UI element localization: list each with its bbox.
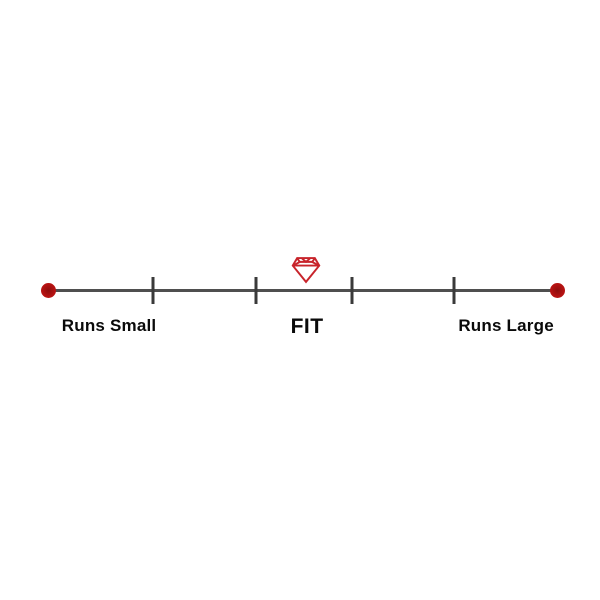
label-runs-large: Runs Large — [458, 316, 554, 335]
label-fit: FIT — [290, 315, 324, 338]
gem-icon — [291, 256, 321, 284]
tick-mark — [151, 276, 155, 304]
tick-mark — [452, 276, 456, 304]
tick-mark — [350, 276, 354, 304]
label-runs-small: Runs Small — [61, 316, 157, 335]
scale-line — [48, 288, 557, 292]
tick-mark — [254, 276, 258, 304]
right-endpoint-dot — [549, 282, 565, 298]
left-endpoint-dot — [40, 282, 56, 298]
